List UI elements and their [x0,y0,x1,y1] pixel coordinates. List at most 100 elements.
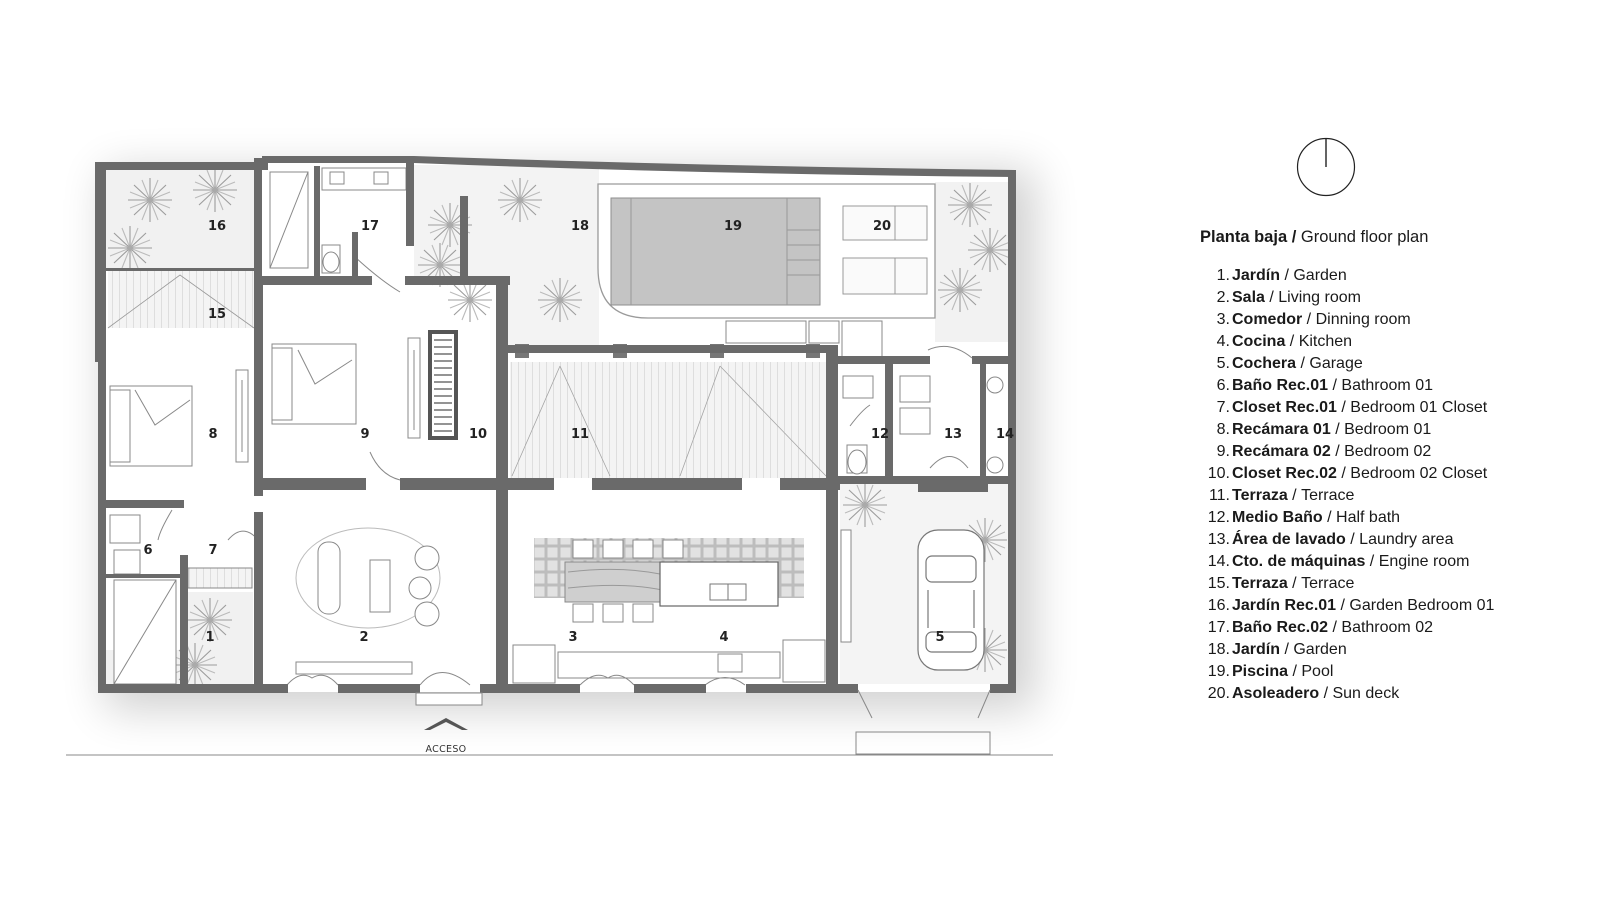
legend-item-spanish: Sala [1232,289,1265,306]
legend-item: 8.Recámara 01 / Bedroom 01 [1200,419,1590,441]
legend-item: 13.Área de lavado / Laundry area [1200,529,1590,551]
legend-item-number: 19. [1207,663,1230,680]
legend-item-number: 11. [1208,487,1230,504]
legend-item-number: 3. [1216,311,1230,328]
legend-item-separator: / [1322,509,1337,526]
kitchen-island [659,561,779,607]
legend-item-number: 15. [1207,575,1230,592]
legend-item-spanish: Closet Rec.01 [1232,399,1337,416]
legend-item-english: Terrace [1301,575,1355,592]
dining-chairs [572,539,684,623]
legend-item-english: Bedroom 02 [1344,443,1432,460]
legend-item-english: Bathroom 01 [1341,377,1433,394]
legend-title: Planta baja / Ground floor plan [1200,228,1590,247]
legend-item: 16.Jardín Rec.01 / Garden Bedroom 01 [1200,595,1590,617]
room-label-3: 3 [568,630,577,645]
legend-item-spanish: Baño Rec.02 [1232,619,1329,636]
legend-title-en: Ground floor plan [1300,228,1429,246]
legend-item: 2.Sala / Living room [1200,287,1590,309]
legend-item-separator: / [1336,597,1350,614]
legend-item: 10.Closet Rec.02 / Bedroom 02 Closet [1200,463,1590,485]
legend-item: 12.Medio Baño / Half bath [1200,507,1590,529]
legend: Planta baja / Ground floor plan 1.Jardín… [1200,228,1590,705]
legend-item-english: Garage [1309,355,1363,372]
legend-item-english: Garden Bedroom 01 [1349,597,1495,614]
legend-item-spanish: Closet Rec.02 [1232,465,1337,482]
legend-item: 6.Baño Rec.01 / Bathroom 01 [1200,375,1590,397]
legend-item-number: 1. [1216,267,1230,284]
legend-item-english: Pool [1301,663,1334,680]
legend-item-separator: / [1330,421,1345,438]
legend-item-spanish: Terraza [1232,487,1288,504]
legend-item-number: 7. [1216,399,1230,416]
legend-item-spanish: Baño Rec.01 [1232,377,1329,394]
legend-item-separator: / [1288,663,1302,680]
legend-item-separator: / [1287,575,1302,592]
room-label-19: 19 [724,219,742,234]
legend-item-english: Terrace [1301,487,1355,504]
sun-deck-loungers [842,205,928,295]
room-label-10: 10 [469,427,487,442]
bench-units [725,320,883,360]
legend-item-spanish: Recámara 01 [1232,421,1331,438]
legend-item-english: Laundry area [1359,531,1454,548]
legend-item-spanish: Recámara 02 [1232,443,1331,460]
legend-item-spanish: Cto. de máquinas [1232,553,1366,570]
legend-item-separator: / [1345,531,1360,548]
room-label-15: 15 [208,307,226,322]
garage-gate [855,689,991,755]
legend-item-spanish: Terraza [1232,575,1288,592]
walls [95,156,1016,693]
legend-item-separator: / [1319,685,1333,702]
legend-item-number: 20. [1207,685,1230,702]
legend-item: 9.Recámara 02 / Bedroom 02 [1200,441,1590,463]
legend-item: 14.Cto. de máquinas / Engine room [1200,551,1590,573]
legend-item-separator: / [1280,267,1294,284]
room-label-2: 2 [359,630,368,645]
legend-item-english: Living room [1278,289,1361,306]
legend-item-english: Kitchen [1298,333,1353,350]
access-label: ACCESO [426,744,467,755]
bedroom-01-furniture [109,369,249,467]
legend-item-english: Sun deck [1332,685,1400,702]
door-swings [157,256,973,686]
legend-item-spanish: Área de lavado [1232,531,1346,548]
legend-item-separator: / [1330,443,1345,460]
floor-plan: ACCESO 1 2 3 4 5 6 7 8 9 10 11 12 13 14 … [66,156,1053,756]
terrace-15-deck [108,270,254,328]
legend-item-spanish: Jardín Rec.01 [1232,597,1337,614]
room-label-16: 16 [208,219,226,234]
closet-02-rack [428,330,458,440]
living-room-furniture [295,527,441,675]
legend-item: 18.Jardín / Garden [1200,639,1590,661]
legend-item-english: Dinning room [1315,311,1411,328]
legend-item-separator: / [1302,311,1316,328]
legend-item-number: 9. [1216,443,1230,460]
legend-item-number: 13. [1207,531,1230,548]
legend-item-separator: / [1328,619,1342,636]
legend-item-separator: / [1285,333,1299,350]
legend-item-number: 12. [1207,509,1230,526]
room-label-7: 7 [208,543,217,558]
legend-item-spanish: Jardín [1232,267,1281,284]
room-label-18: 18 [571,219,589,234]
room-label-20: 20 [873,219,891,234]
legend-item-number: 10. [1207,465,1230,482]
legend-item: 15.Terraza / Terrace [1200,573,1590,595]
legend-item-spanish: Medio Baño [1232,509,1323,526]
room-label-9: 9 [360,427,369,442]
legend-item-number: 2. [1216,289,1230,306]
terrace-11-deck [510,362,830,478]
room-label-17: 17 [361,219,379,234]
legend-item-separator: / [1264,289,1279,306]
legend-item-english: Garden [1293,641,1347,658]
legend-item-spanish: Jardín [1232,641,1281,658]
legend-item: 3.Comedor / Dinning room [1200,309,1590,331]
legend-item-english: Garden [1293,267,1347,284]
legend-item-spanish: Comedor [1232,311,1303,328]
room-label-6: 6 [143,543,152,558]
bedroom-02-furniture [271,337,421,439]
legend-item: 5.Cochera / Garage [1200,353,1590,375]
legend-item-separator: / [1287,487,1302,504]
